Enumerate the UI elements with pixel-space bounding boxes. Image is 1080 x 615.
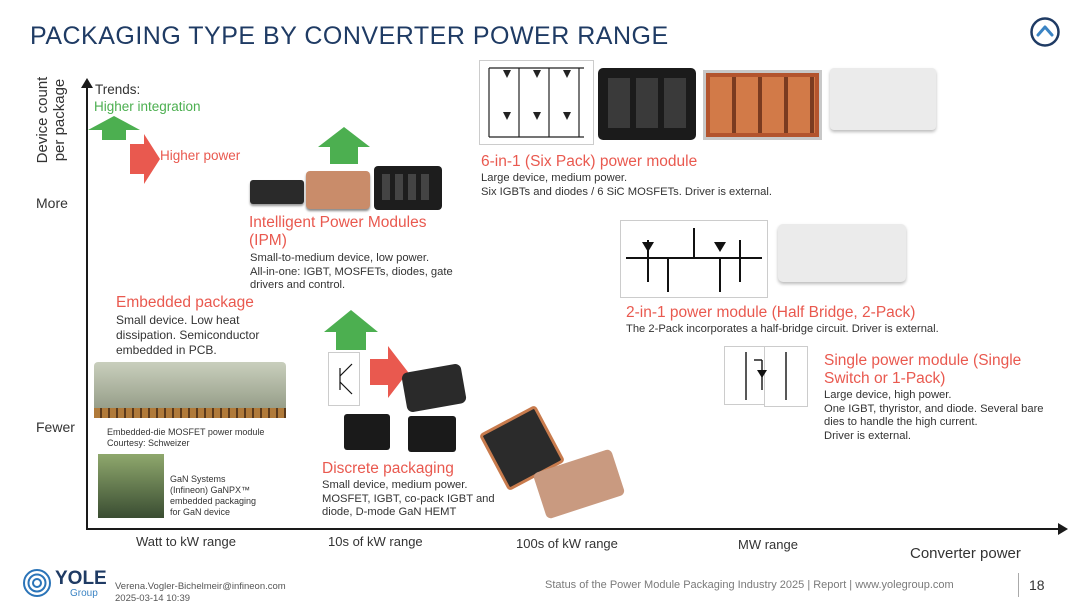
ipm-heading: Intelligent Power Modules (IPM)	[249, 214, 427, 250]
single-module-circuit-diagram	[724, 346, 808, 407]
ipm-desc-line1: Small-to-medium device, low power.	[250, 252, 430, 264]
trend-power-label: Higher power	[160, 148, 241, 163]
ipm-package-image-3	[374, 166, 442, 210]
half-bridge-heading: 2-in-1 power module (Half Bridge, 2-Pack…	[626, 304, 916, 321]
single-desc-line3: dies to handle the high current.	[824, 416, 978, 428]
embedded-caption2-line4: for GaN device	[170, 507, 231, 517]
embedded-desc-line3: embedded in PCB.	[116, 343, 217, 357]
trend-integration-label: Higher integration	[94, 99, 201, 114]
discrete-module-image-1	[400, 363, 468, 413]
single-desc-line4: Driver is external.	[824, 429, 912, 442]
chevron-up-icon[interactable]	[1030, 17, 1060, 47]
six-pack-description: Large device, medium power. Six IGBTs an…	[481, 172, 772, 199]
yole-brand-sub: Group	[70, 588, 98, 599]
single-heading-line1: Single power module (Single	[824, 352, 1022, 369]
discrete-to247-image	[344, 414, 390, 450]
y-axis-arrowhead	[81, 78, 93, 88]
discrete-heading: Discrete packaging	[322, 460, 454, 477]
x-axis-line	[86, 528, 1060, 530]
trends-label: Trends:	[95, 82, 141, 97]
y-axis-line	[86, 86, 88, 530]
embedded-caption1-line1: Embedded-die MOSFET power module	[107, 427, 265, 437]
discrete-circuit-diagram	[328, 352, 360, 406]
y-axis-label: Device count per package	[34, 76, 68, 164]
red-right-arrow-icon	[370, 346, 408, 398]
discrete-desc-line1: Small device, medium power.	[322, 479, 468, 491]
gan-embedded-image	[98, 454, 164, 518]
x-tick-watt: Watt to kW range	[136, 534, 236, 549]
embedded-desc-line1: Small device. Low heat	[116, 313, 240, 327]
single-desc-line2: One IGBT, thyristor, and diode. Several …	[824, 402, 1044, 415]
footer-email: Verena.Vogler-Bichelmeir@infineon.com	[115, 581, 286, 592]
embedded-caption2-line2: (Infineon) GaNPX™	[170, 485, 251, 495]
page-number: 18	[1029, 577, 1045, 593]
six-pack-heading: 6-in-1 (Six Pack) power module	[481, 153, 698, 170]
ipm-package-image-1	[250, 180, 304, 204]
green-up-arrow-icon	[88, 116, 140, 140]
discrete-desc-line3: diode, D-mode GaN HEMT	[322, 506, 457, 518]
six-pack-desc-line2: Six IGBTs and diodes / 6 SiC MOSFETs. Dr…	[481, 185, 772, 198]
single-module-heading: Single power module (Single Switch or 1-…	[824, 352, 1021, 388]
discrete-microchip-image	[408, 416, 456, 452]
green-up-arrow-icon	[318, 127, 370, 164]
footer-timestamp: 2025-03-14 10:39	[115, 593, 191, 604]
x-tick-10s: 10s of kW range	[328, 534, 423, 549]
half-bridge-module-image	[778, 224, 906, 282]
single-module-description: Large device, high power. One IGBT, thyr…	[824, 389, 1044, 443]
footer-report[interactable]: Status of the Power Module Packaging Ind…	[545, 579, 954, 591]
y-fewer-label: Fewer	[36, 419, 75, 435]
ipm-heading-line2: (IPM)	[249, 232, 287, 249]
page-title: PACKAGING TYPE BY CONVERTER POWER RANGE	[30, 22, 669, 50]
discrete-desc-line2: MOSFET, IGBT, co-pack IGBT and	[322, 492, 495, 505]
embedded-caption-1: Embedded-die MOSFET power module Courtes…	[107, 427, 264, 449]
ipm-heading-line1: Intelligent Power Modules	[249, 214, 427, 231]
x-axis-label: Converter power	[910, 545, 1021, 562]
green-up-arrow-icon	[324, 310, 378, 350]
x-axis-arrowhead	[1058, 523, 1068, 535]
yole-logo-icon	[23, 569, 51, 597]
single-heading-line2: Switch or 1-Pack)	[824, 370, 946, 387]
six-pack-desc-line1: Large device, medium power.	[481, 172, 628, 184]
ipm-desc-line3: drivers and control.	[250, 279, 346, 291]
embedded-heading: Embedded package	[116, 294, 254, 311]
embedded-caption1-line2: Courtesy: Schweizer	[107, 438, 190, 448]
ipm-package-image-2	[306, 171, 370, 209]
six-pack-circuit-diagram	[479, 60, 594, 145]
y-more-label: More	[36, 195, 68, 211]
six-pack-module-image-2	[703, 70, 822, 140]
ipm-desc-line2: All-in-one: IGBT, MOSFETs, diodes, gate	[250, 265, 453, 278]
red-right-arrow-icon	[130, 134, 160, 184]
six-pack-module-image-3	[830, 68, 936, 130]
discrete-description: Small device, medium power. MOSFET, IGBT…	[322, 479, 495, 520]
six-pack-module-image-1	[598, 68, 696, 140]
embedded-description: Small device. Low heat dissipation. Semi…	[116, 313, 259, 358]
half-bridge-circuit-diagram	[620, 220, 768, 298]
x-tick-100s: 100s of kW range	[516, 536, 618, 551]
embedded-module-image	[94, 362, 286, 418]
embedded-caption-2: GaN Systems (Infineon) GaNPX™ embedded p…	[170, 474, 256, 518]
ipm-description: Small-to-medium device, low power. All-i…	[250, 252, 453, 293]
half-bridge-description: The 2-Pack incorporates a half-bridge ci…	[626, 323, 939, 335]
x-tick-mw: MW range	[738, 537, 798, 552]
yole-brand: YOLE	[55, 568, 107, 589]
single-desc-line1: Large device, high power.	[824, 389, 952, 401]
embedded-caption2-line1: GaN Systems	[170, 474, 226, 484]
embedded-desc-line2: dissipation. Semiconductor	[116, 328, 260, 342]
embedded-caption2-line3: embedded packaging	[170, 496, 257, 506]
footer-divider	[1018, 573, 1019, 597]
